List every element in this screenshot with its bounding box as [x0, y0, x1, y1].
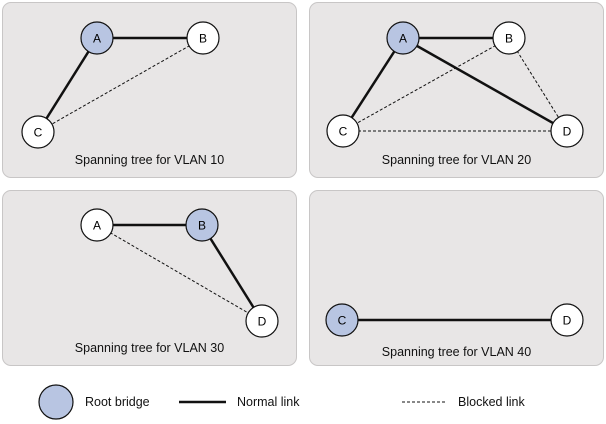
node-d: D [550, 303, 584, 337]
svg-text:D: D [563, 314, 572, 328]
vlan30-caption: Spanning tree for VLAN 30 [74, 341, 225, 355]
legend-root-bridge-label: Root bridge [85, 395, 150, 409]
link-a-c [36, 37, 99, 133]
vlan30-panel: A B D Spanning tree for VLAN 30 [2, 190, 297, 366]
legend: Root bridge Normal link Blocked link [0, 378, 606, 424]
vlan10-diagram: A B C [21, 21, 220, 149]
svg-text:A: A [399, 32, 407, 46]
svg-text:A: A [93, 32, 101, 46]
vlan40-panel: C D Spanning tree for VLAN 40 [309, 190, 604, 366]
vlan20-diagram: A B C D [326, 21, 584, 148]
svg-text:C: C [339, 125, 348, 139]
vlan20-caption: Spanning tree for VLAN 20 [381, 153, 532, 167]
node-c: C [325, 303, 359, 337]
svg-text:D: D [258, 315, 267, 329]
node-a: A [386, 21, 420, 55]
blocked-link-b-d [508, 37, 568, 132]
node-c: C [326, 114, 360, 148]
svg-text:B: B [199, 32, 207, 46]
blocked-link-a-d [96, 224, 263, 322]
vlan30-diagram: A B D [80, 208, 279, 338]
svg-text:C: C [338, 314, 347, 328]
link-a-c [341, 37, 405, 132]
blocked-link-b-c [37, 37, 204, 133]
vlan40-caption: Spanning tree for VLAN 40 [381, 345, 532, 359]
svg-text:B: B [198, 219, 206, 233]
vlan10-panel: A B C Spanning tree for VLAN 10 [2, 2, 297, 178]
node-b: B [185, 208, 219, 242]
legend-symbols [38, 384, 447, 420]
vlan40-diagram: C D [325, 303, 584, 337]
vlan10-caption: Spanning tree for VLAN 10 [74, 153, 225, 167]
vlan20-panel: A B C D Spanning tree for VLAN 20 [309, 2, 604, 178]
blocked-link-b-c [342, 37, 510, 132]
root-bridge-swatch [38, 384, 74, 420]
svg-text:B: B [505, 32, 513, 46]
svg-text:C: C [34, 126, 43, 140]
node-a: A [80, 21, 114, 55]
node-a: A [80, 208, 114, 242]
node-c: C [21, 115, 55, 149]
legend-blocked-link-label: Blocked link [458, 395, 525, 409]
node-b: B [186, 21, 220, 55]
node-b: B [492, 21, 526, 55]
svg-text:A: A [93, 219, 101, 233]
link-a-d [402, 36, 568, 133]
node-d: D [245, 304, 279, 338]
link-b-d [200, 224, 264, 322]
svg-text:D: D [563, 125, 572, 139]
node-d: D [550, 114, 584, 148]
legend-normal-link-label: Normal link [237, 395, 300, 409]
